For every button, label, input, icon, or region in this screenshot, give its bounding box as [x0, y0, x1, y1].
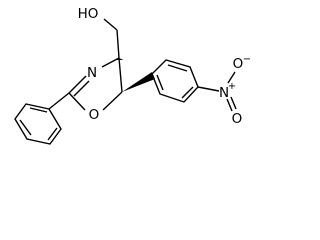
bond-n3-c2-inner: [73, 80, 90, 97]
nitro-nitrogen-charge: +: [228, 81, 236, 92]
bond-c2-o1: [68, 92, 86, 111]
nitrophenyl-double-bond-3: [156, 74, 164, 91]
nitro-oxygen-top-label: O: [233, 56, 244, 72]
wedge-bond-c4: [114, 58, 124, 60]
phenyl-double-bond-1: [29, 107, 48, 113]
phenyl-ring: [14, 103, 62, 145]
bond-o-ch2: [103, 18, 118, 31]
bond-nitro-o-top: [227, 71, 236, 84]
wedge-bond-c5-aryl: [122, 72, 155, 92]
bond-ring-nitro: [197, 86, 220, 92]
nitro-nitrogen-label: N: [219, 85, 229, 101]
ring-nitrogen-label: N: [87, 65, 97, 81]
phenyl-double-bond-3: [47, 127, 58, 141]
nitro-oxygen-top-charge: −: [243, 54, 251, 65]
bond-c2-phenyl: [48, 92, 70, 110]
nitrophenyl-double-bond-2: [181, 86, 194, 99]
nitrophenyl-double-bond-1: [167, 64, 188, 72]
chemical-structure: HO N O N + O − O: [14, 6, 251, 145]
ring-oxygen-label: O: [89, 107, 100, 123]
bond-o1-c5: [102, 91, 123, 111]
bond-n3-c2-outer: [68, 75, 87, 94]
bond-c5-c4: [118, 57, 123, 93]
bond-nitro-o-bottom-b: [230, 96, 237, 110]
bond-ch2-c4: [116, 29, 120, 59]
hydroxyl-label: HO: [78, 6, 99, 22]
nitro-oxygen-bottom-label: O: [232, 111, 243, 127]
phenyl-double-bond-2: [19, 119, 32, 136]
bond-nitro-o-bottom-a: [226, 98, 233, 112]
